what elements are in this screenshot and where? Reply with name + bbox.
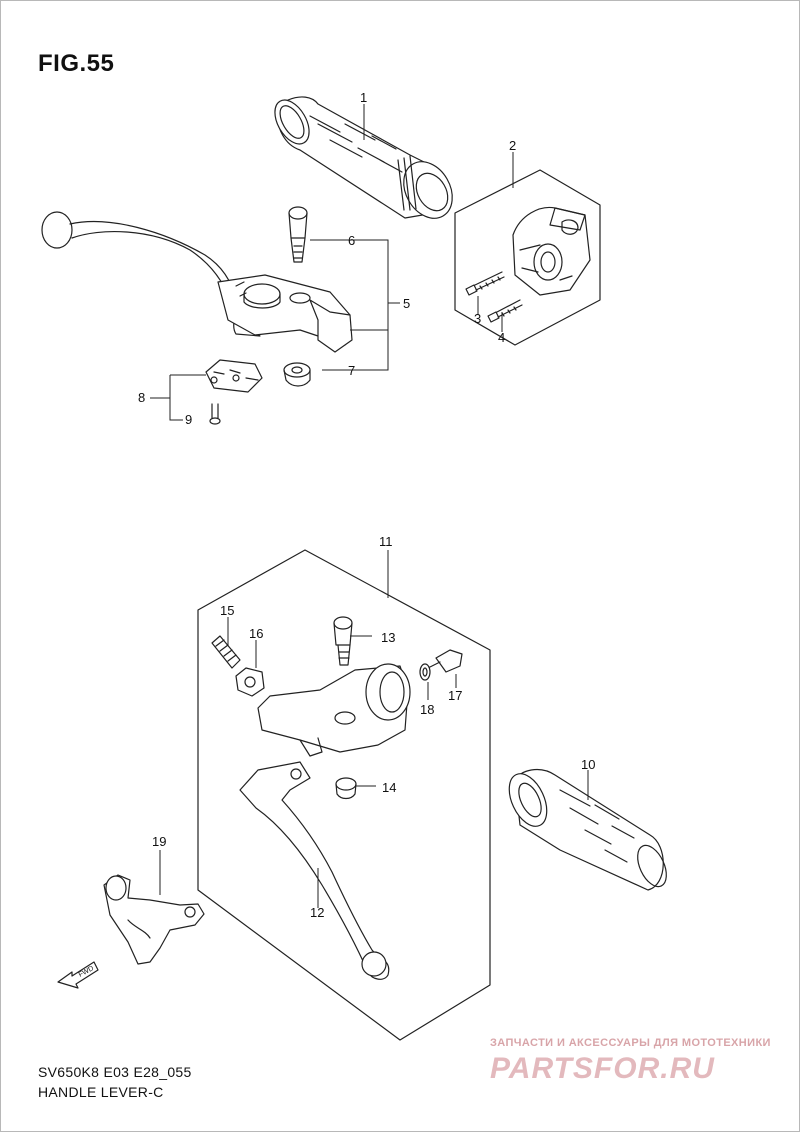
- part-10-grip: [508, 768, 667, 891]
- callout-17: 17: [448, 688, 462, 703]
- callout-16: 16: [249, 626, 263, 641]
- part-2-box: [454, 169, 601, 346]
- leader-lines: [150, 104, 589, 908]
- part-15-adjuster: [211, 635, 241, 669]
- brake-lever-upper: [41, 211, 353, 353]
- fwd-arrow-icon: [57, 961, 99, 989]
- part-9-screw: [209, 403, 221, 425]
- callout-numbers: 1 2 3 4 5 6 7 8 9 10 11 12 13 14 15 16 1…: [138, 90, 595, 920]
- part-4-screw: [487, 299, 523, 323]
- part-8-brake-switch: [205, 359, 263, 393]
- part-2-throttle-housing: [512, 206, 591, 296]
- callout-3: 3: [474, 311, 481, 326]
- callout-10: 10: [581, 757, 595, 772]
- callout-19: 19: [152, 834, 166, 849]
- part-17-bolt: [427, 649, 463, 673]
- watermark-logo: PARTSFOR.RU: [490, 1052, 715, 1085]
- callout-4: 4: [498, 330, 505, 345]
- callout-18: 18: [420, 702, 434, 717]
- figure-code: SV650K8 E03 E28_055: [38, 1064, 192, 1080]
- part-19-clutch-switch: [103, 874, 205, 965]
- callout-7: 7: [348, 363, 355, 378]
- part-3-screw: [465, 271, 505, 296]
- callout-15: 15: [220, 603, 234, 618]
- callout-13: 13: [381, 630, 395, 645]
- callout-11: 11: [379, 534, 393, 549]
- figure-title: FIG.55: [38, 50, 115, 77]
- part-16-locknut: [235, 667, 265, 697]
- part-13-pivot-bolt: [333, 616, 353, 666]
- callout-12: 12: [310, 905, 324, 920]
- figure-name: HANDLE LEVER-C: [38, 1084, 164, 1100]
- clutch-lever-bracket: [257, 663, 411, 757]
- callout-9: 9: [185, 412, 192, 427]
- part-1-throttle-grip: [274, 96, 453, 219]
- part-7-nut: [283, 362, 311, 387]
- part-18-washer: [419, 663, 431, 681]
- part-6-pivot-bolt: [288, 206, 308, 263]
- part-12-clutch-lever: [239, 761, 390, 980]
- part-11-box: [197, 549, 491, 1041]
- callout-8: 8: [138, 390, 145, 405]
- callout-1: 1: [360, 90, 367, 105]
- part-14-nut: [335, 777, 357, 800]
- callout-6: 6: [348, 233, 355, 248]
- callout-5: 5: [403, 296, 410, 311]
- watermark-caption: ЗАПЧАСТИ И АКСЕССУАРЫ ДЛЯ МОТОТЕХНИКИ: [490, 1037, 771, 1049]
- callout-2: 2: [509, 138, 516, 153]
- callout-14: 14: [382, 780, 396, 795]
